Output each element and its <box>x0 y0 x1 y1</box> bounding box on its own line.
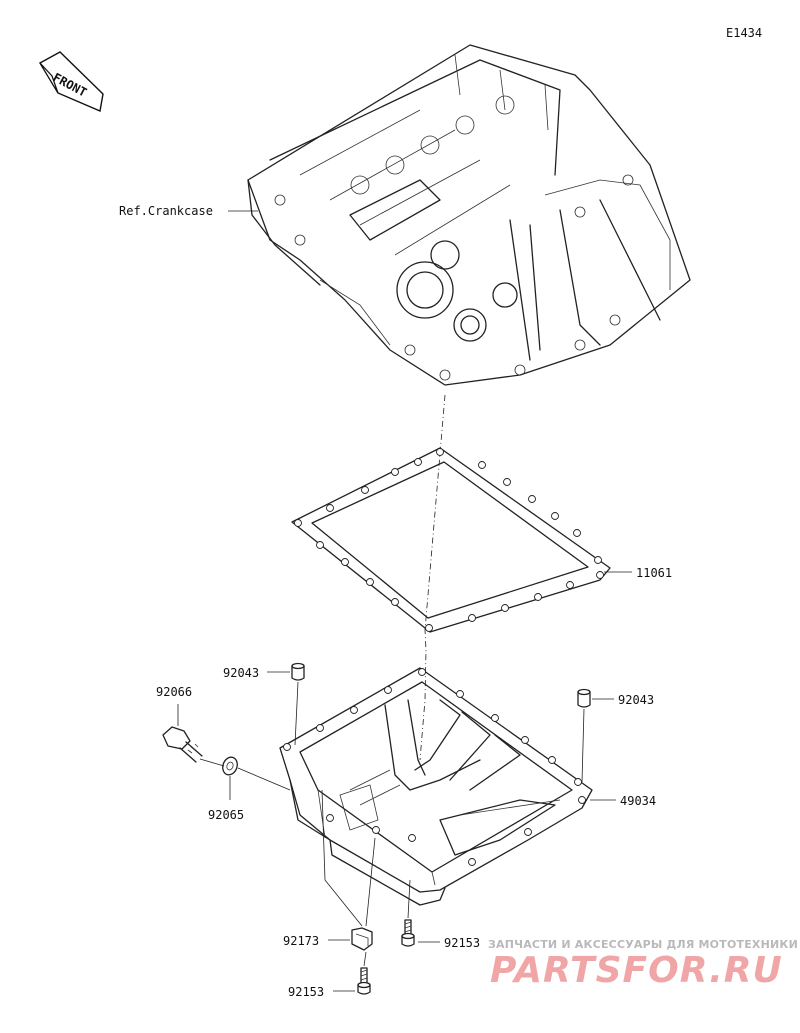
oil-pan-gasket <box>291 447 611 633</box>
part-number-pin-left: 92043 <box>223 666 259 680</box>
bolt-bottom <box>357 967 371 995</box>
part-number-clamp: 92173 <box>283 934 319 948</box>
part-number-pin-right: 92043 <box>618 693 654 707</box>
part-number-oil-pan: 49034 <box>620 794 656 808</box>
dowel-pin-left <box>291 662 305 681</box>
watermark-tagline: ЗАПЧАСТИ И АКСЕССУАРЫ ДЛЯ МОТОТЕХНИКИ <box>488 938 798 951</box>
part-number-drain-plug: 92066 <box>156 685 192 699</box>
part-number-washer: 92065 <box>208 808 244 822</box>
diagram-id: E1434 <box>726 26 762 40</box>
washer <box>222 756 238 776</box>
hose-clamp <box>351 927 373 951</box>
oil-pan <box>279 667 593 906</box>
part-number-gasket: 11061 <box>636 566 672 580</box>
part-number-bolt-right: 92153 <box>444 936 480 950</box>
dowel-pin-right <box>577 688 591 708</box>
part-number-bolt-bottom: 92153 <box>288 985 324 999</box>
crankcase-illustration <box>247 44 691 386</box>
bolt-right <box>401 919 415 947</box>
ref-crankcase-label: Ref.Crankcase <box>119 204 213 218</box>
drain-plug <box>162 726 203 763</box>
watermark-logo: PARTSFOR.RU <box>490 950 783 991</box>
front-arrow-icon: FRONT <box>39 51 104 112</box>
